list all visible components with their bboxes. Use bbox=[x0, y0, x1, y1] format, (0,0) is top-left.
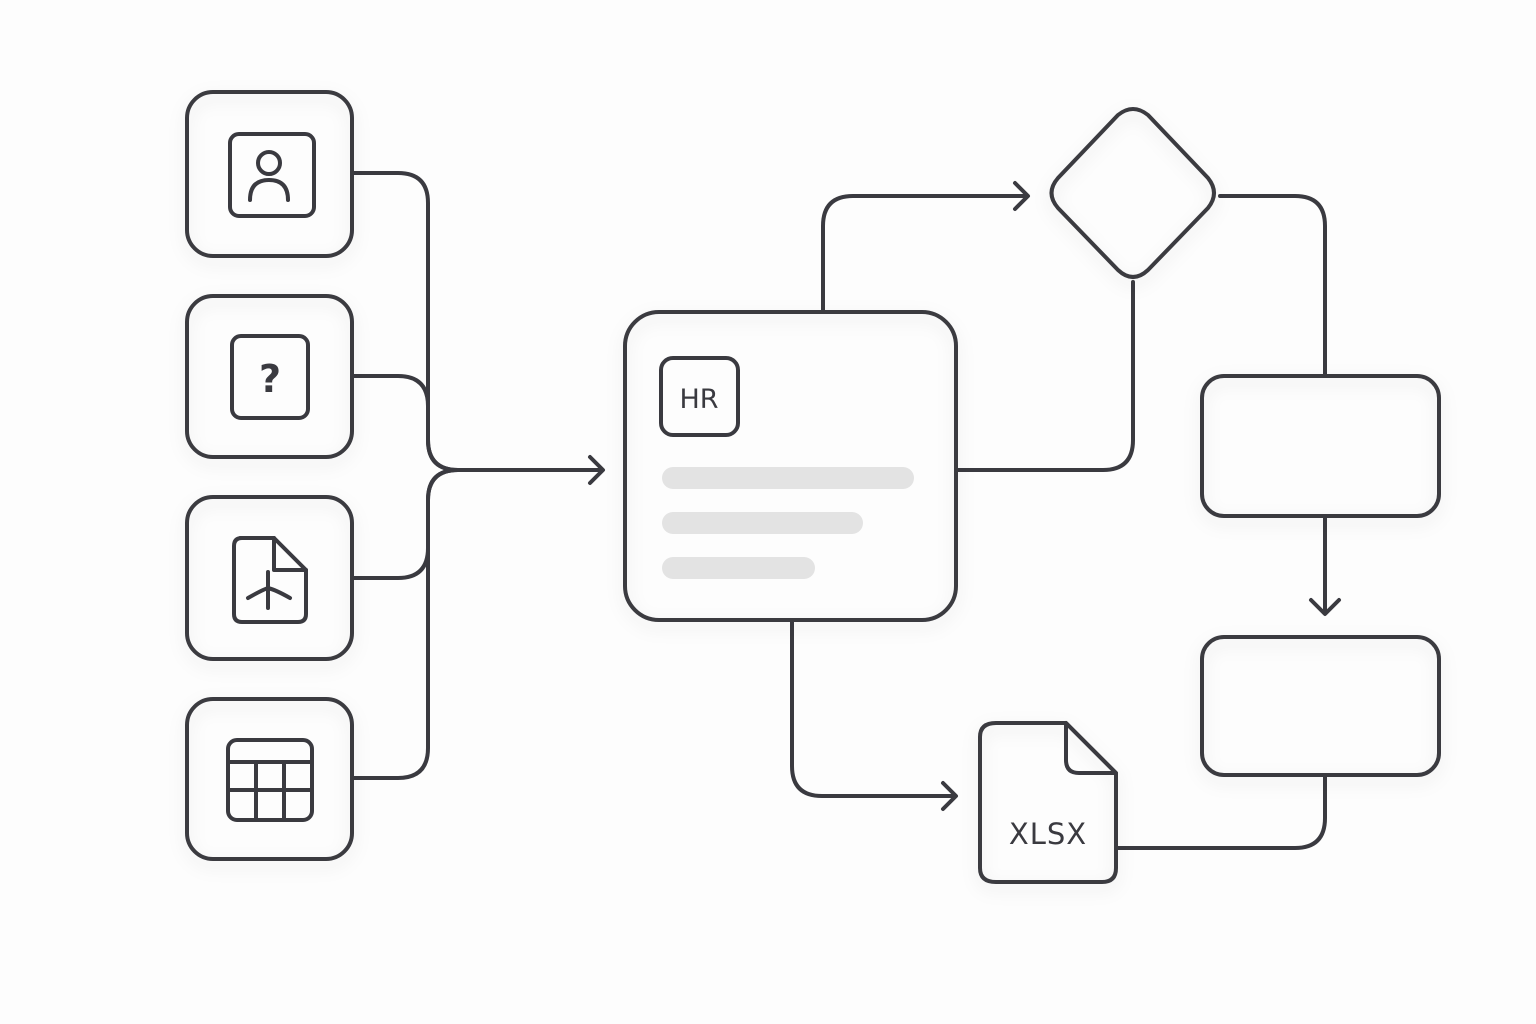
placeholder-line-2 bbox=[662, 512, 863, 534]
connector-decision-to-process bbox=[1218, 194, 1327, 378]
person-icon bbox=[228, 132, 316, 218]
connectors bbox=[350, 171, 1341, 850]
placeholder-line-1 bbox=[662, 467, 914, 489]
arrowhead-decision bbox=[1013, 181, 1030, 211]
xlsx-file[interactable]: XLSX bbox=[978, 721, 1118, 884]
source-card-person[interactable] bbox=[185, 90, 354, 258]
source-card-document[interactable] bbox=[185, 495, 354, 661]
process-box-2[interactable] bbox=[1200, 635, 1441, 777]
source-card-table[interactable] bbox=[185, 697, 354, 861]
process-box-1[interactable] bbox=[1200, 374, 1441, 518]
connector-source-document bbox=[350, 468, 460, 580]
placeholder-line-3 bbox=[662, 557, 815, 579]
connector-source-table bbox=[350, 468, 460, 780]
connector-decision-to-hr bbox=[955, 280, 1135, 472]
arrowhead-xlsx bbox=[941, 781, 958, 811]
file-fold-icon bbox=[1064, 721, 1118, 775]
connector-xlsx-to-process bbox=[1114, 774, 1327, 850]
decision-diamond[interactable] bbox=[1049, 107, 1216, 279]
question-glyph: ? bbox=[259, 357, 281, 401]
hr-card[interactable]: HR bbox=[623, 310, 958, 622]
arrowhead-process-2 bbox=[1309, 598, 1341, 616]
connector-hr-to-decision bbox=[821, 194, 1029, 314]
xlsx-label: XLSX bbox=[1009, 817, 1087, 851]
source-card-question[interactable]: ? bbox=[185, 294, 354, 459]
hr-badge: HR bbox=[659, 356, 740, 437]
hr-badge-text: HR bbox=[679, 384, 718, 415]
connector-source-question bbox=[350, 374, 460, 472]
connector-hr-to-xlsx bbox=[790, 618, 957, 798]
table-icon bbox=[226, 738, 314, 822]
arrowhead-hr bbox=[588, 455, 605, 485]
connector-source-person bbox=[350, 171, 460, 472]
document-plus-icon bbox=[232, 536, 308, 624]
question-icon: ? bbox=[230, 334, 310, 420]
